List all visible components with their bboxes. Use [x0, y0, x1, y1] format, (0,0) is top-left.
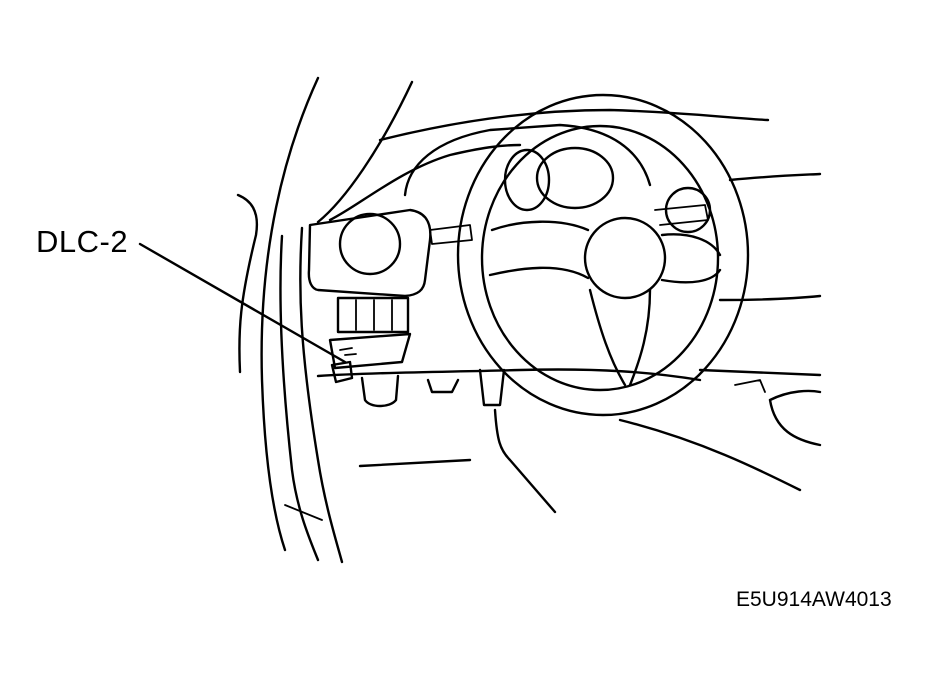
- dash-top: [378, 108, 770, 142]
- cupholder: [768, 389, 822, 447]
- steering-wheel-spoke-bottom: [588, 288, 652, 387]
- a-pillar-outer: [260, 76, 320, 552]
- steering-wheel-spoke-left: [488, 220, 590, 280]
- a-pillar-inner: [316, 80, 414, 224]
- floor-edge: [358, 458, 472, 468]
- door-panel: [299, 226, 344, 564]
- cluster-hood: [403, 123, 652, 197]
- switch-panel: [336, 296, 410, 334]
- steering-wheel-spoke-right: [660, 233, 722, 284]
- dlc-2-label: DLC-2: [36, 224, 129, 259]
- dlc-connector-icon: [330, 360, 354, 384]
- callout-leader: [138, 242, 347, 364]
- wiper-stalk: [654, 204, 709, 226]
- lower-box-2: [426, 378, 460, 394]
- lower-dash-panel: [328, 332, 412, 370]
- cluster-gauge-center: [535, 146, 615, 210]
- shift-detail: [734, 379, 766, 393]
- steering-wheel-hub: [583, 216, 667, 300]
- steering-column: [478, 368, 506, 407]
- steering-wheel-rim-inner: [480, 124, 720, 392]
- console-line: [618, 418, 802, 492]
- left-vent-icon: [338, 212, 402, 276]
- dash-right-lower: [718, 294, 822, 302]
- door-seam: [284, 504, 323, 521]
- dash-right: [728, 172, 822, 182]
- left-vent-housing: [307, 208, 432, 298]
- lower-box-1: [360, 374, 400, 408]
- dash-top-lower: [328, 143, 522, 222]
- knee-panel-edge: [316, 368, 702, 382]
- cluster-gauge-left: [503, 148, 551, 212]
- figure-id: E5U914AW4013: [736, 588, 892, 611]
- door-panel-inner: [279, 234, 320, 562]
- pedal-line: [493, 408, 557, 514]
- turn-stalk: [429, 224, 473, 245]
- dlc-connector-detail: [339, 347, 357, 356]
- console-right: [698, 368, 822, 377]
- steering-wheel-rim-outer: [456, 93, 750, 417]
- door-edge: [236, 193, 259, 374]
